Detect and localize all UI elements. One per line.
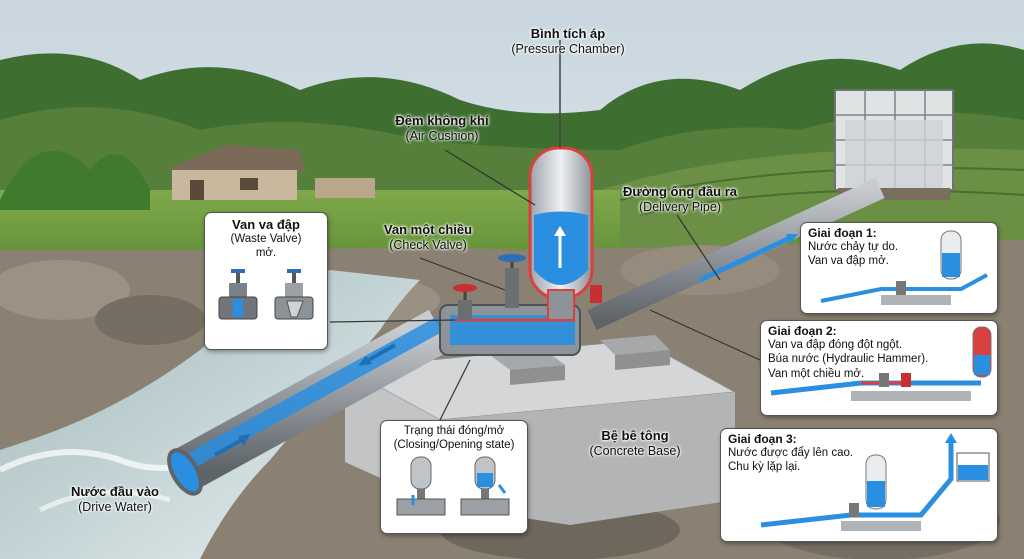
stage-3-panel: Giai đoạn 3: Nước được đẩy lên cao. Chu … xyxy=(720,428,998,542)
pressure-chamber-label: Bình tích áp (Pressure Chamber) xyxy=(488,26,648,57)
gate-valve-closed-icon xyxy=(274,268,314,320)
gate-valve-icons xyxy=(218,268,314,320)
stage-2-line1: Van va đập đóng đột ngột. xyxy=(768,339,903,351)
waste-valve-callout: Van va đập (Waste Valve) mở. xyxy=(204,212,328,350)
waste-valve-title: Van va đập xyxy=(232,217,300,232)
check-valve-vi: Van một chiều xyxy=(383,222,473,237)
concrete-base-vi: Bệ bê tông xyxy=(601,428,669,443)
drive-water-label: Nước đầu vào (Drive Water) xyxy=(50,484,180,515)
stage-1-line1: Nước chảy tự do. xyxy=(808,241,899,253)
stage-2-diagram xyxy=(770,326,992,401)
stage-1-title: Giai đoạn 1: xyxy=(808,226,877,240)
stage-3-line2: Chu kỳ lặp lại. xyxy=(728,461,801,474)
stage-2-panel: Giai đoạn 2: Van va đập đóng đột ngột. B… xyxy=(760,320,998,416)
delivery-pipe-label: Đường ống đầu ra (Delivery Pipe) xyxy=(605,184,755,215)
closing-opening-callout: Trạng thái đóng/mở (Closing/Opening stat… xyxy=(380,420,528,534)
closing-opening-icons xyxy=(396,456,510,516)
drive-water-en: (Drive Water) xyxy=(78,499,152,514)
delivery-pipe-en: (Delivery Pipe) xyxy=(639,199,721,214)
pressure-chamber-en: (Pressure Chamber) xyxy=(511,41,625,56)
waste-valve-subtitle: (Waste Valve) xyxy=(230,233,302,245)
stage-2-line3: Van một chiều mở. xyxy=(768,367,865,380)
stage-2-title: Giai đoạn 2: xyxy=(768,324,837,338)
closing-state-vi: Trạng thái đóng/mở xyxy=(403,425,505,437)
air-cushion-vi: Đệm không khí xyxy=(395,113,489,128)
drive-water-vi: Nước đầu vào xyxy=(70,484,159,499)
closing-state-en: (Closing/Opening state) xyxy=(393,439,515,452)
stage-3-line1: Nước được đẩy lên cao. xyxy=(728,447,854,459)
stage-1-diagram xyxy=(820,230,988,305)
stage-1-panel: Giai đoạn 1: Nước chảy tự do. Van va đập… xyxy=(800,222,998,314)
waste-valve-state: mở. xyxy=(255,247,277,260)
stage-3-diagram xyxy=(760,433,990,531)
concrete-base-en: (Concrete Base) xyxy=(589,443,681,458)
stage-3-title: Giai đoạn 3: xyxy=(728,432,797,446)
stage-2-line2: Búa nước (Hydraulic Hammer). xyxy=(768,353,929,366)
concrete-base-label: Bệ bê tông (Concrete Base) xyxy=(570,428,700,459)
gate-valve-open-icon xyxy=(218,268,258,320)
check-valve-label: Van một chiều (Check Valve) xyxy=(368,222,488,253)
stage-1-line2: Van va đập mở. xyxy=(808,255,889,268)
pressure-chamber-vi: Bình tích áp xyxy=(530,26,606,41)
delivery-pipe-vi: Đường ống đầu ra xyxy=(623,184,737,199)
air-cushion-en: (Air Cushion) xyxy=(405,128,479,143)
check-valve-en: (Check Valve) xyxy=(389,237,467,252)
air-cushion-label: Đệm không khí (Air Cushion) xyxy=(372,113,512,144)
